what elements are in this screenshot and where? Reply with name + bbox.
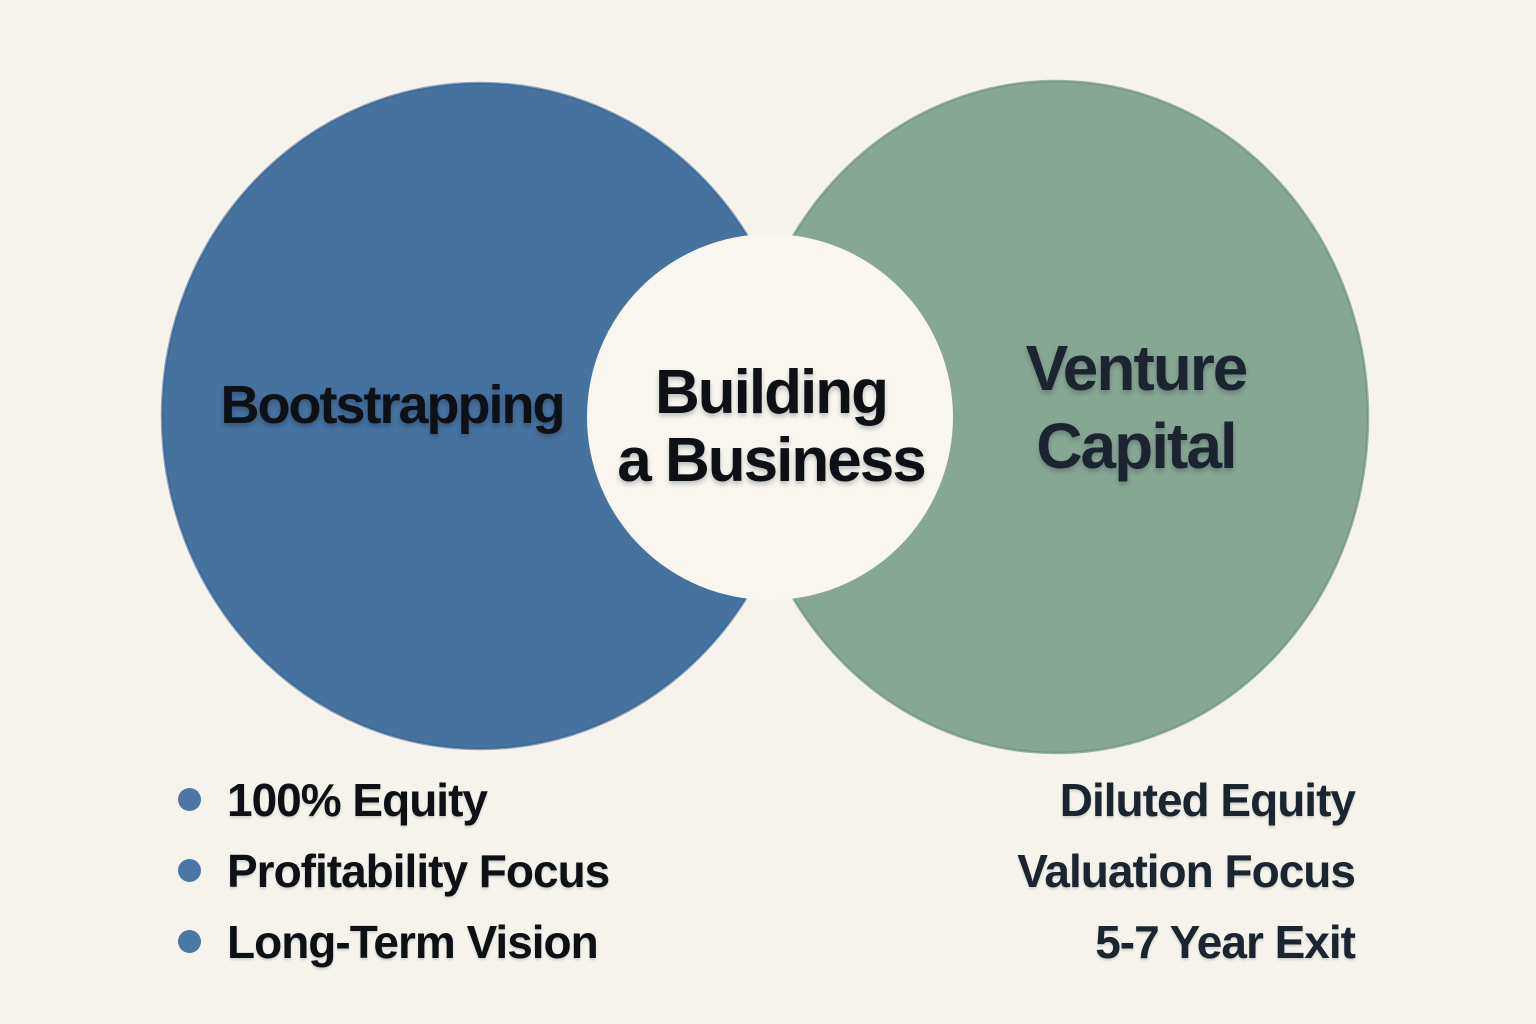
center-overlap-label: Building a Business [617, 358, 926, 495]
right-circle-label: Venture Capital [1025, 329, 1249, 485]
right-label-line2: Capital [1036, 410, 1237, 482]
list-item-label: Diluted Equity [1059, 773, 1356, 826]
list-item: 100% Equity [178, 764, 609, 835]
list-item: Profitability Focus [178, 835, 610, 906]
left-circle-label: Bootstrapping [220, 375, 566, 435]
bullet-dot-icon [178, 788, 201, 811]
list-item-label: 100% Equity [227, 773, 488, 826]
right-label-line1: Venture [1025, 332, 1249, 404]
right-feature-list: Diluted Equity Valuation Focus 5-7 Year … [1017, 764, 1356, 977]
list-item-label: Profitability Focus [227, 844, 610, 897]
center-label-line1: Building [655, 358, 889, 427]
left-bullet-list: 100% Equity Profitability Focus Long-Ter… [178, 764, 610, 977]
list-item: Long-Term Vision [178, 906, 609, 977]
center-overlap-shape [587, 234, 953, 600]
bullet-dot-icon [178, 859, 201, 882]
list-item-label: 5-7 Year Exit [1095, 915, 1356, 968]
list-item-label: Long-Term Vision [227, 915, 599, 968]
list-item-label: Valuation Focus [1017, 844, 1356, 897]
center-label-line2: a Business [617, 426, 926, 495]
bullet-dot-icon [178, 930, 201, 953]
